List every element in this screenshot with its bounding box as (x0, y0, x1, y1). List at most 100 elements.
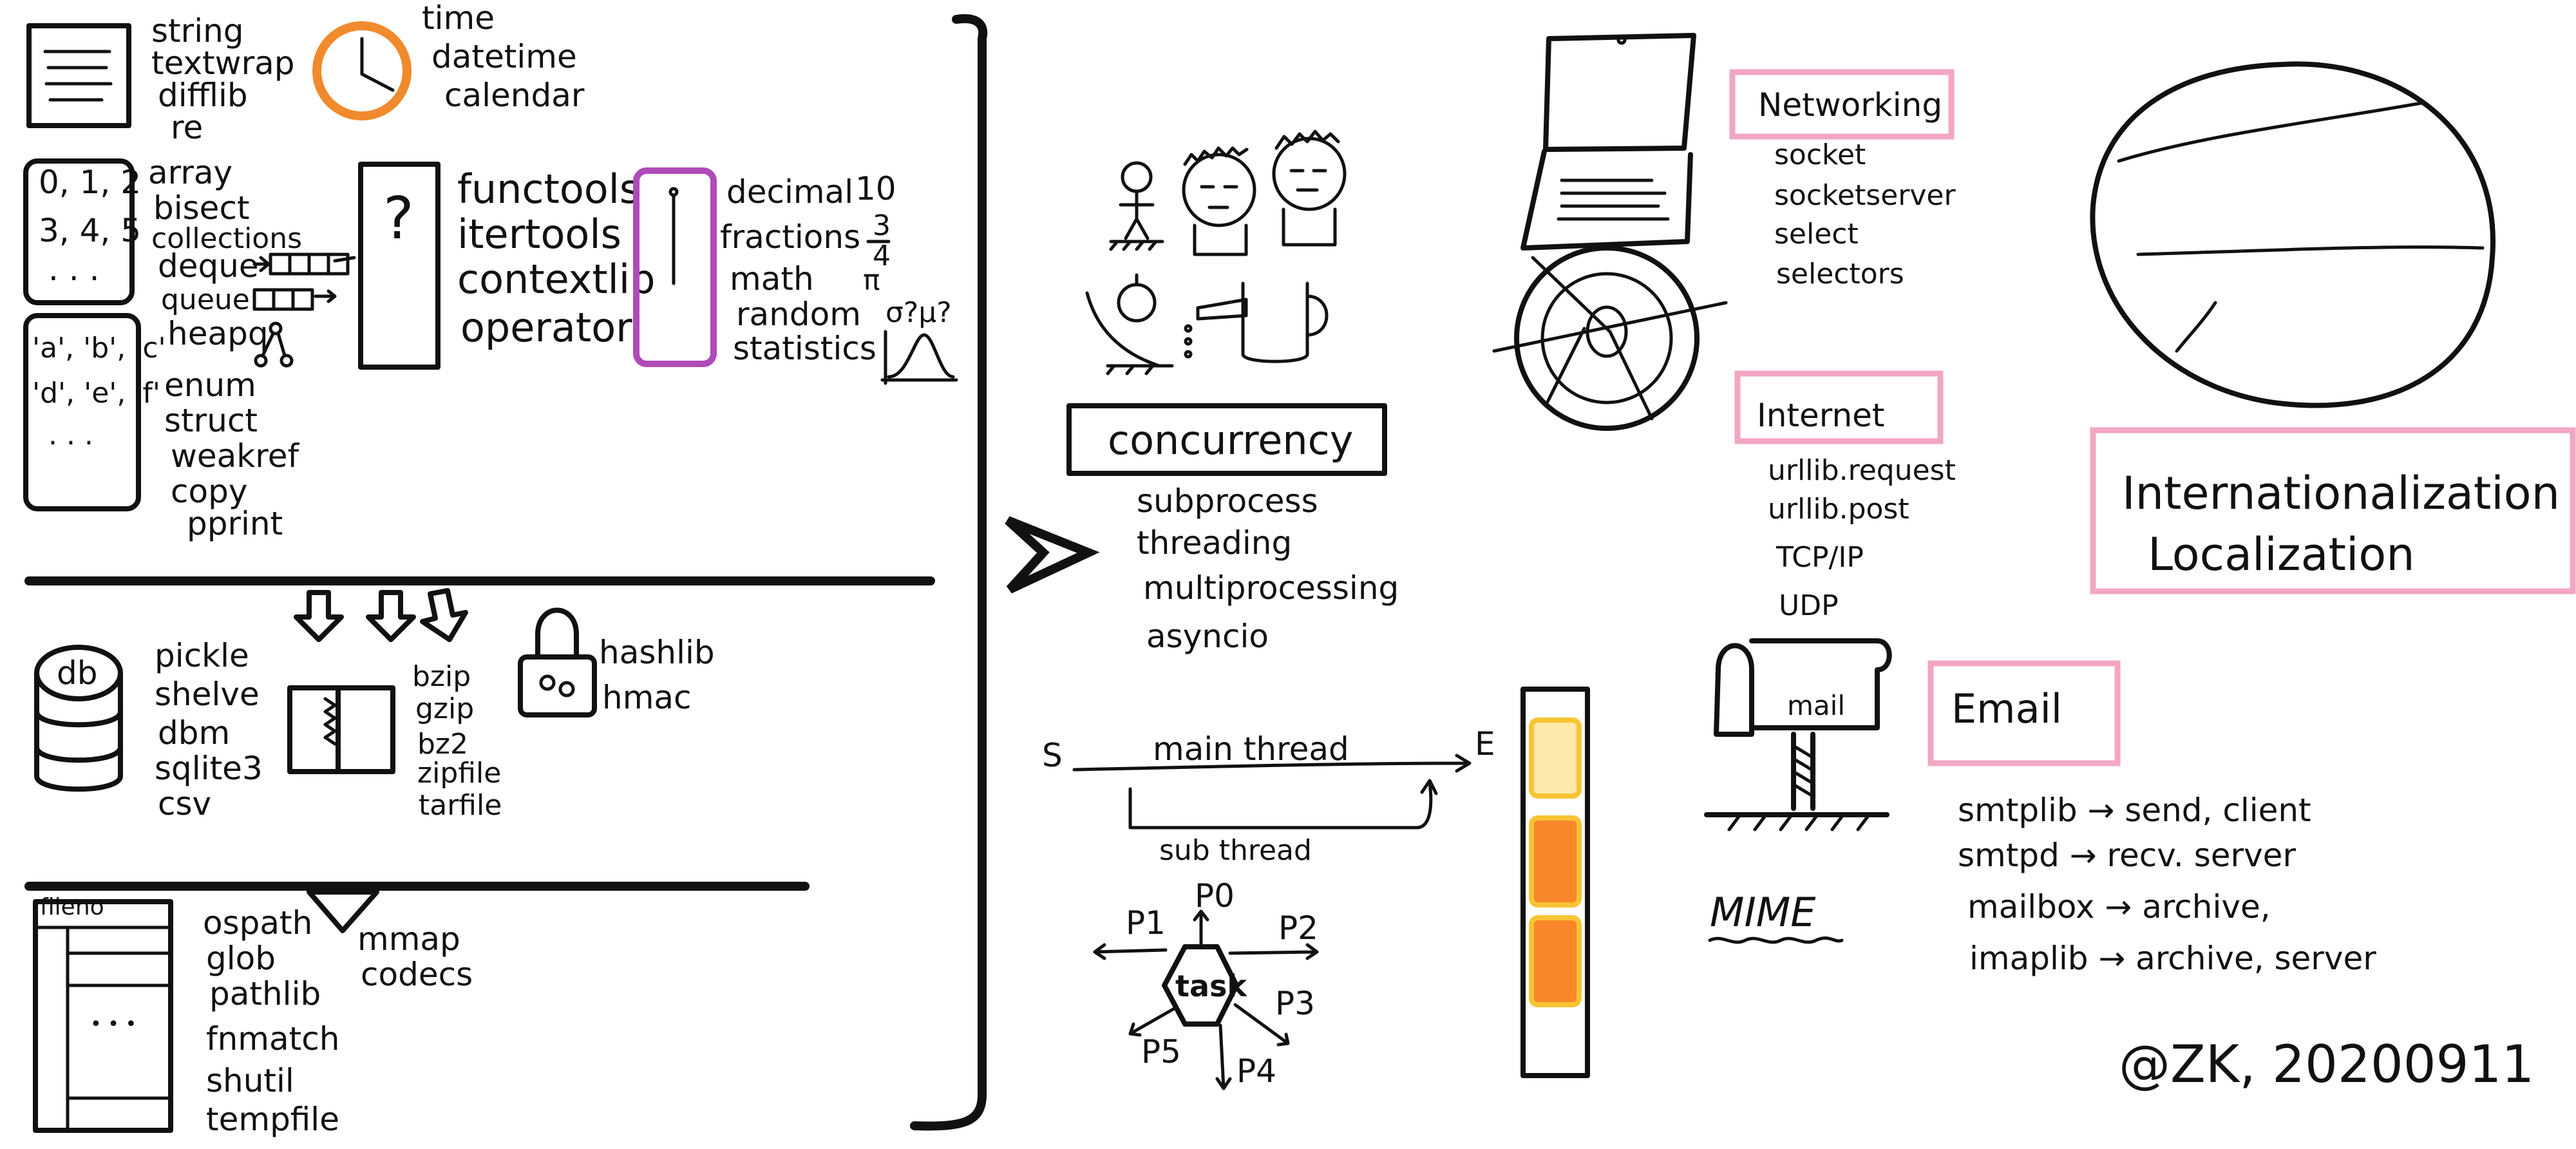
datatype-item-6: enum (164, 366, 256, 404)
networking-item-2: select (1774, 218, 1859, 251)
email-title: Email (1951, 685, 2062, 732)
i18n-title-box (2090, 427, 2576, 594)
i18n-line-1: Internationalization (2122, 467, 2560, 520)
numeric-item-4: statistics (733, 330, 876, 367)
internet-group: Internet urllib.request urllib.post TCP/… (1734, 370, 1956, 622)
datatype-item-10: pprint (187, 505, 283, 542)
i18n-globe-icon (2090, 61, 2496, 408)
concurrency-group: concurrency subprocess threading multipr… (1066, 403, 1399, 655)
datatype-item-0: array (148, 154, 232, 191)
pi-symbol: π (863, 264, 880, 297)
compression-item-4: tarfile (419, 789, 502, 822)
datatype-item-5: heapq (167, 315, 269, 352)
task-hexagon-group: task P0 P1 P2 P3 P4 P5 (1093, 877, 1319, 1090)
networking-item-1: socketserver (1774, 179, 1956, 212)
file-window-icon (33, 899, 173, 1133)
email-line-0: smtplib → send, client (1958, 792, 2311, 829)
task-label: task (1175, 969, 1247, 1003)
persistence-item-1: shelve (155, 676, 260, 713)
networking-title: Networking (1758, 86, 1942, 124)
datatype-item-7: struct (164, 402, 258, 439)
zip-box-icon (287, 685, 395, 774)
clock-hands (360, 37, 395, 92)
task-arrows (1093, 909, 1319, 1090)
numeric-item-2: math (730, 260, 814, 298)
process-slot-1 (1529, 717, 1582, 799)
decimal-note: 10 (855, 170, 896, 207)
concurrency-item-2: multiprocessing (1143, 569, 1399, 607)
char-row-2: 'd', 'e', 'f' (32, 377, 160, 410)
task-hexagon (1162, 944, 1239, 1027)
clock-icon (312, 21, 412, 120)
queue-diagram (252, 288, 337, 311)
datatype-item-3: deque (158, 247, 259, 285)
down-arrow-1 (294, 590, 344, 642)
numeric-group: decimal 10 fractions 3 4 math π random σ… (633, 167, 958, 385)
mailbox-icon (1704, 638, 1892, 831)
process-slot-2 (1529, 815, 1582, 907)
internet-item-1: urllib.post (1768, 493, 1909, 526)
concurrency-item-3: asyncio (1146, 618, 1269, 655)
big-bracket (910, 14, 988, 1131)
datatype-item-9: copy (171, 473, 247, 510)
thread-start-label: S (1042, 737, 1063, 774)
functional-item-1: itertools (457, 211, 621, 258)
concurrency-people-illustration (1085, 129, 1347, 375)
email-title-box (1927, 660, 2121, 766)
thread-diagram: S E main thread sub thread (1042, 725, 1495, 867)
concurrency-title-box (1066, 403, 1387, 476)
person-face-1 (1182, 146, 1256, 256)
functional-item-2: contextlib (457, 256, 656, 303)
email-line-3: imaplib → archive, server (1969, 940, 2376, 977)
apple-illustration (1085, 273, 1174, 375)
list-box: 0, 1, 2 3, 4, 5 . . . (23, 158, 141, 305)
big-arrowhead (1005, 516, 1100, 594)
char-box-frame (23, 313, 141, 511)
email-line-1: smtpd → recv. server (1958, 837, 2296, 874)
stats-note: σ?μ? (886, 296, 952, 329)
task-arrow-p4: P4 (1236, 1052, 1276, 1090)
down-arrow-2 (366, 590, 416, 642)
functional-item-3: operator (460, 304, 632, 351)
heap-tree-icon (254, 321, 294, 368)
numeric-item-1: fractions (720, 218, 860, 256)
main-thread-arrow (1072, 754, 1472, 773)
datatype-item-2: collections (151, 222, 302, 255)
persistence-item-4: csv (158, 785, 211, 822)
text-processing-group: string textwrap difflib re (26, 12, 295, 146)
task-arrow-p2: P2 (1278, 909, 1318, 947)
triangle-icon (307, 889, 379, 933)
networking-item-3: selectors (1776, 258, 1904, 290)
down-arrows (294, 588, 468, 642)
mug-illustration (1184, 281, 1329, 363)
time-item-0: datetime (431, 38, 577, 75)
laptop-icon (1520, 33, 1696, 251)
concurrency-title: concurrency (1108, 417, 1353, 464)
i18n-group: Internationalization Localization (2090, 427, 2576, 594)
mime-underline (1708, 936, 1844, 944)
process-bar (1520, 687, 1590, 1078)
process-slot-3 (1529, 915, 1582, 1007)
files-item-2: pathlib (209, 975, 321, 1012)
internet-item-3: UDP (1779, 589, 1839, 622)
email-group: mail MIME Email smtplib → send, client s… (1704, 638, 2376, 977)
main-thread-label: main thread (1153, 730, 1349, 768)
char-row-1: 'a', 'b', 'c' (32, 332, 166, 365)
sub-thread-label: sub thread (1159, 834, 1312, 867)
task-arrow-p0: P0 (1195, 877, 1235, 915)
crypto-item-0: hashlib (599, 634, 715, 671)
down-arrow-3 (420, 588, 468, 642)
file-window-dots: • • • (90, 1013, 137, 1036)
compression-item-3: zipfile (417, 757, 501, 790)
crypto-group: hashlib hmac (518, 607, 715, 717)
fraction-numerator: 3 (873, 209, 891, 242)
text-item-2: re (171, 109, 203, 146)
task-arrow-p1: P1 (1126, 904, 1166, 942)
mmap-group: mmap codecs (357, 920, 473, 993)
task-arrow-p5: P5 (1141, 1033, 1181, 1070)
functional-list: functools itertools contextlib operator (457, 166, 656, 351)
mailbox-label: mail (1787, 690, 1845, 721)
mmap-item-1: codecs (361, 956, 473, 993)
bell-curve-icon (880, 330, 958, 385)
files-item-4: shutil (206, 1062, 294, 1099)
